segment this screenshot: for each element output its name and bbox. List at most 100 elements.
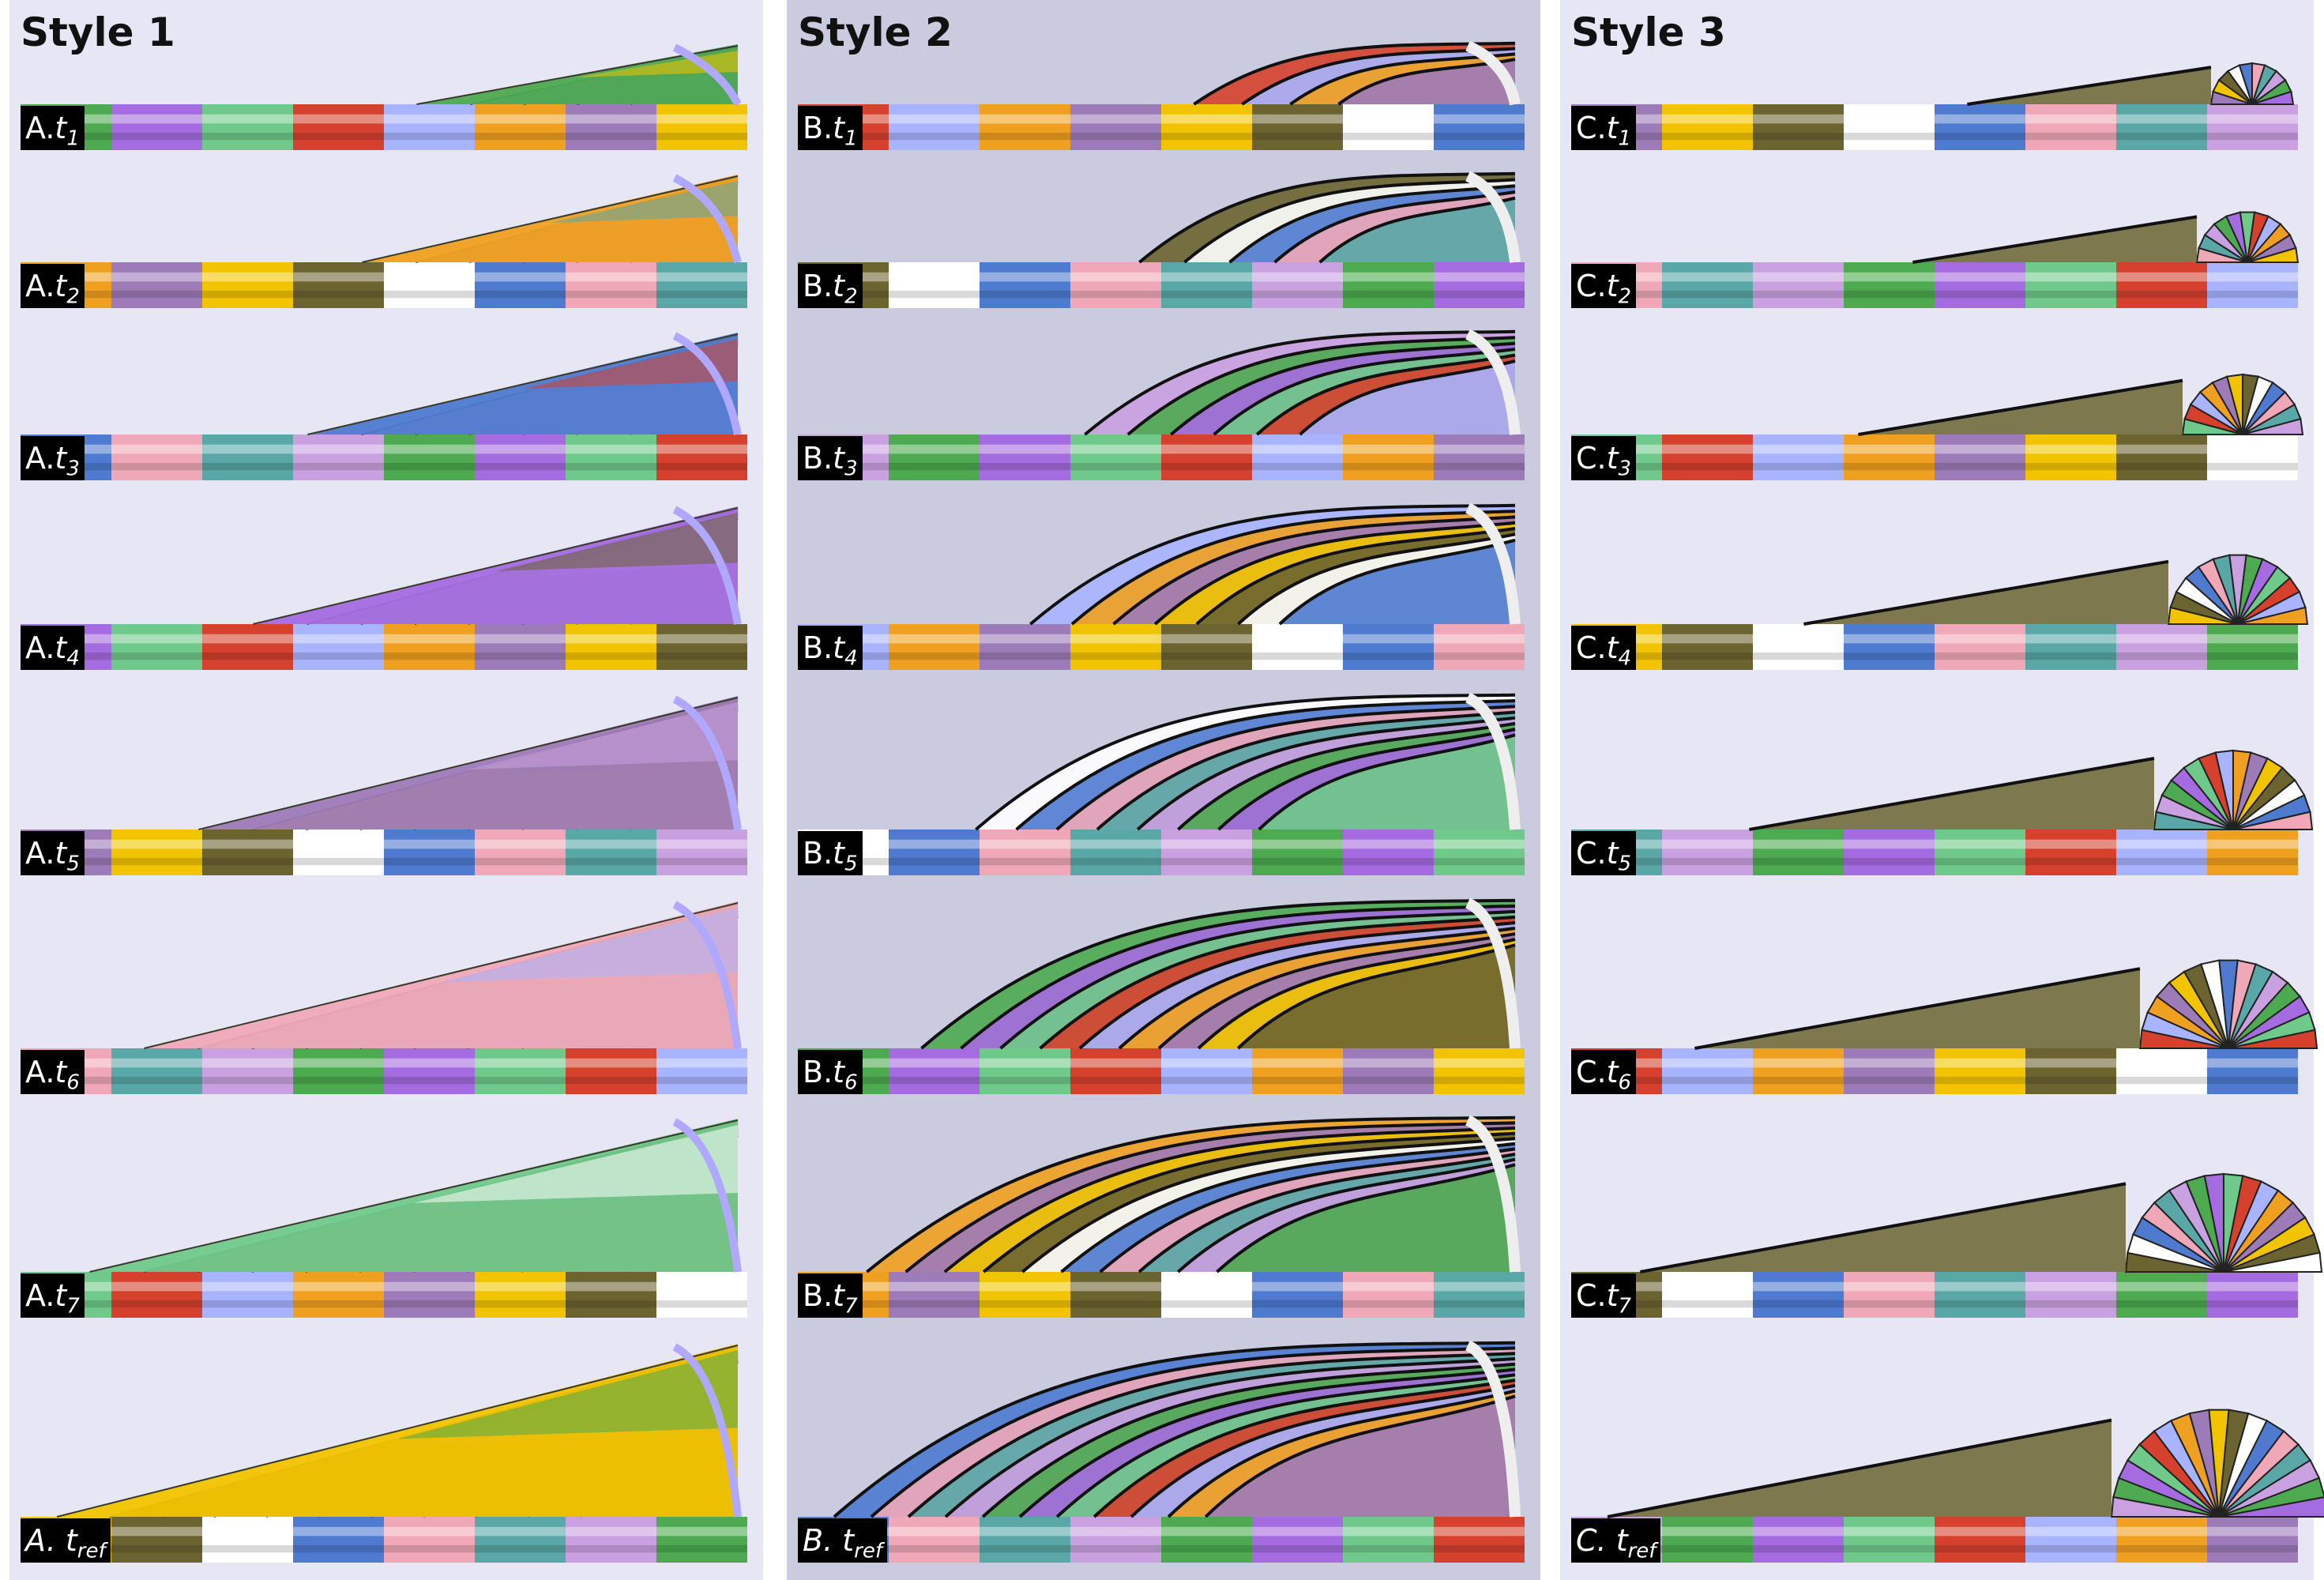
panel-label-t: t — [833, 269, 845, 303]
morph-visualization — [21, 1118, 747, 1318]
panel-label: B.t6 — [798, 1050, 863, 1095]
panel-label-subscript: 7 — [1618, 1294, 1632, 1319]
panel-label-subscript: 4 — [1618, 646, 1632, 671]
panel-label-prefix: A. — [25, 441, 55, 476]
panel-label-t: t — [1606, 1278, 1619, 1313]
baseline-band — [798, 1272, 1525, 1318]
baseline-band — [21, 624, 747, 670]
panel-label: C.t7 — [1571, 1273, 1637, 1319]
panel-label-t: t — [55, 441, 67, 476]
panel-label-subscript: 2 — [66, 284, 80, 309]
panel-b-t2: B.t2 — [798, 170, 1525, 309]
panel-label: A.t3 — [21, 436, 85, 481]
morph-visualization — [798, 40, 1525, 150]
morph-visualization — [21, 901, 747, 1094]
panel-label-prefix: A. — [25, 1278, 55, 1313]
fold-structure — [1912, 211, 2300, 264]
panel-label-prefix: C. — [1576, 111, 1607, 145]
panel-a-t6: A.t6 — [21, 897, 747, 1095]
morph-visualization — [1571, 1409, 2324, 1563]
panel-a-tref: A. tref — [21, 1339, 747, 1563]
morph-visualization — [798, 1115, 1525, 1318]
panel-label: C.t2 — [1571, 264, 1637, 309]
panel-label: C.t5 — [1571, 831, 1637, 876]
column-title: Style 3 — [1571, 9, 1726, 55]
panel-label-subscript: ref — [1627, 1539, 1657, 1563]
fold-structure — [362, 174, 742, 264]
morph-visualization — [1571, 211, 2300, 308]
fold-structure — [307, 332, 742, 436]
panel-label: A.t4 — [21, 626, 85, 671]
panel-label-prefix: A. — [25, 1523, 56, 1558]
panel-label-prefix: A. — [25, 111, 55, 145]
morph-visualization — [21, 1343, 747, 1563]
panel-label-subscript: 7 — [66, 1294, 80, 1319]
column-title: Style 2 — [798, 9, 953, 55]
panel-label-subscript: 3 — [844, 457, 858, 481]
fold-structure — [1084, 329, 1521, 436]
panel-a-t1: A.t1 — [21, 40, 747, 151]
fold-structure — [1607, 1409, 2324, 1518]
panel-label: A.t5 — [21, 831, 85, 876]
panel-label-t: t — [1606, 269, 1619, 303]
panel-label-subscript: 5 — [844, 852, 858, 876]
panel-label-prefix: B. — [803, 1278, 833, 1313]
morph-visualization — [1571, 554, 2309, 670]
fold-structure — [1749, 749, 2314, 831]
morph-visualization — [1571, 749, 2314, 875]
panel-label-t: t — [55, 630, 67, 665]
panel-label-prefix: B. — [803, 269, 833, 303]
panel-label-prefix: A. — [25, 1055, 55, 1089]
fold-structure — [1029, 502, 1521, 626]
panel-label: C.t6 — [1571, 1050, 1637, 1095]
morph-visualization — [798, 171, 1525, 308]
morph-visualization — [1571, 959, 2318, 1094]
panel-label-subscript: 5 — [1618, 852, 1632, 876]
panel-label-subscript: 2 — [844, 284, 858, 309]
baseline-band — [21, 1517, 747, 1563]
panel-label-prefix: C. — [1576, 1278, 1607, 1313]
panel-c-tref: C. tref — [1571, 1339, 2324, 1563]
panel-label-prefix: C. — [1576, 441, 1607, 476]
fold-structure — [975, 692, 1521, 831]
panel-label-subscript: 2 — [1618, 284, 1632, 309]
fold-structure — [144, 901, 742, 1049]
panel-label-t: t — [833, 111, 845, 145]
panel-label: C.t4 — [1571, 626, 1637, 671]
panel-c-t3: C.t3 — [1571, 328, 2304, 481]
panel-b-t7: B.t7 — [798, 1114, 1525, 1319]
morph-visualization — [798, 1340, 1525, 1563]
panel-label-prefix: B. — [803, 1055, 833, 1089]
fold-structure — [1967, 62, 2295, 106]
morph-visualization — [21, 43, 747, 150]
baseline-band — [798, 434, 1525, 480]
panel-b-t6: B.t6 — [798, 897, 1525, 1095]
panel-label-subscript: ref — [77, 1539, 106, 1563]
column-title: Style 1 — [21, 9, 175, 55]
panel-label-subscript: 1 — [1618, 126, 1632, 151]
panel-c-t5: C.t5 — [1571, 691, 2314, 876]
panel-label-subscript: 6 — [66, 1070, 80, 1095]
panel-a-t4: A.t4 — [21, 502, 747, 671]
fold-structure — [198, 695, 742, 830]
fold-structure — [920, 897, 1521, 1050]
morph-visualization — [21, 332, 747, 480]
panel-label-subscript: 3 — [66, 457, 80, 481]
baseline-band — [798, 830, 1525, 875]
panel-label-prefix: A. — [25, 269, 55, 303]
morph-visualization — [798, 329, 1525, 480]
baseline-band — [21, 104, 747, 150]
morph-visualization — [798, 897, 1525, 1094]
panel-label-t: t — [55, 836, 67, 871]
baseline-band — [798, 1048, 1525, 1094]
panel-label: A.t7 — [21, 1273, 85, 1319]
baseline-band — [1571, 1048, 2298, 1094]
panel-label: B.t2 — [798, 264, 863, 309]
panel-label-subscript: 6 — [844, 1070, 858, 1095]
panel-c-t7: C.t7 — [1571, 1114, 2323, 1319]
baseline-band — [1571, 830, 2298, 875]
panel-label: C.t3 — [1571, 436, 1637, 481]
baseline-band — [21, 1048, 747, 1094]
panel-b-t5: B.t5 — [798, 691, 1525, 876]
